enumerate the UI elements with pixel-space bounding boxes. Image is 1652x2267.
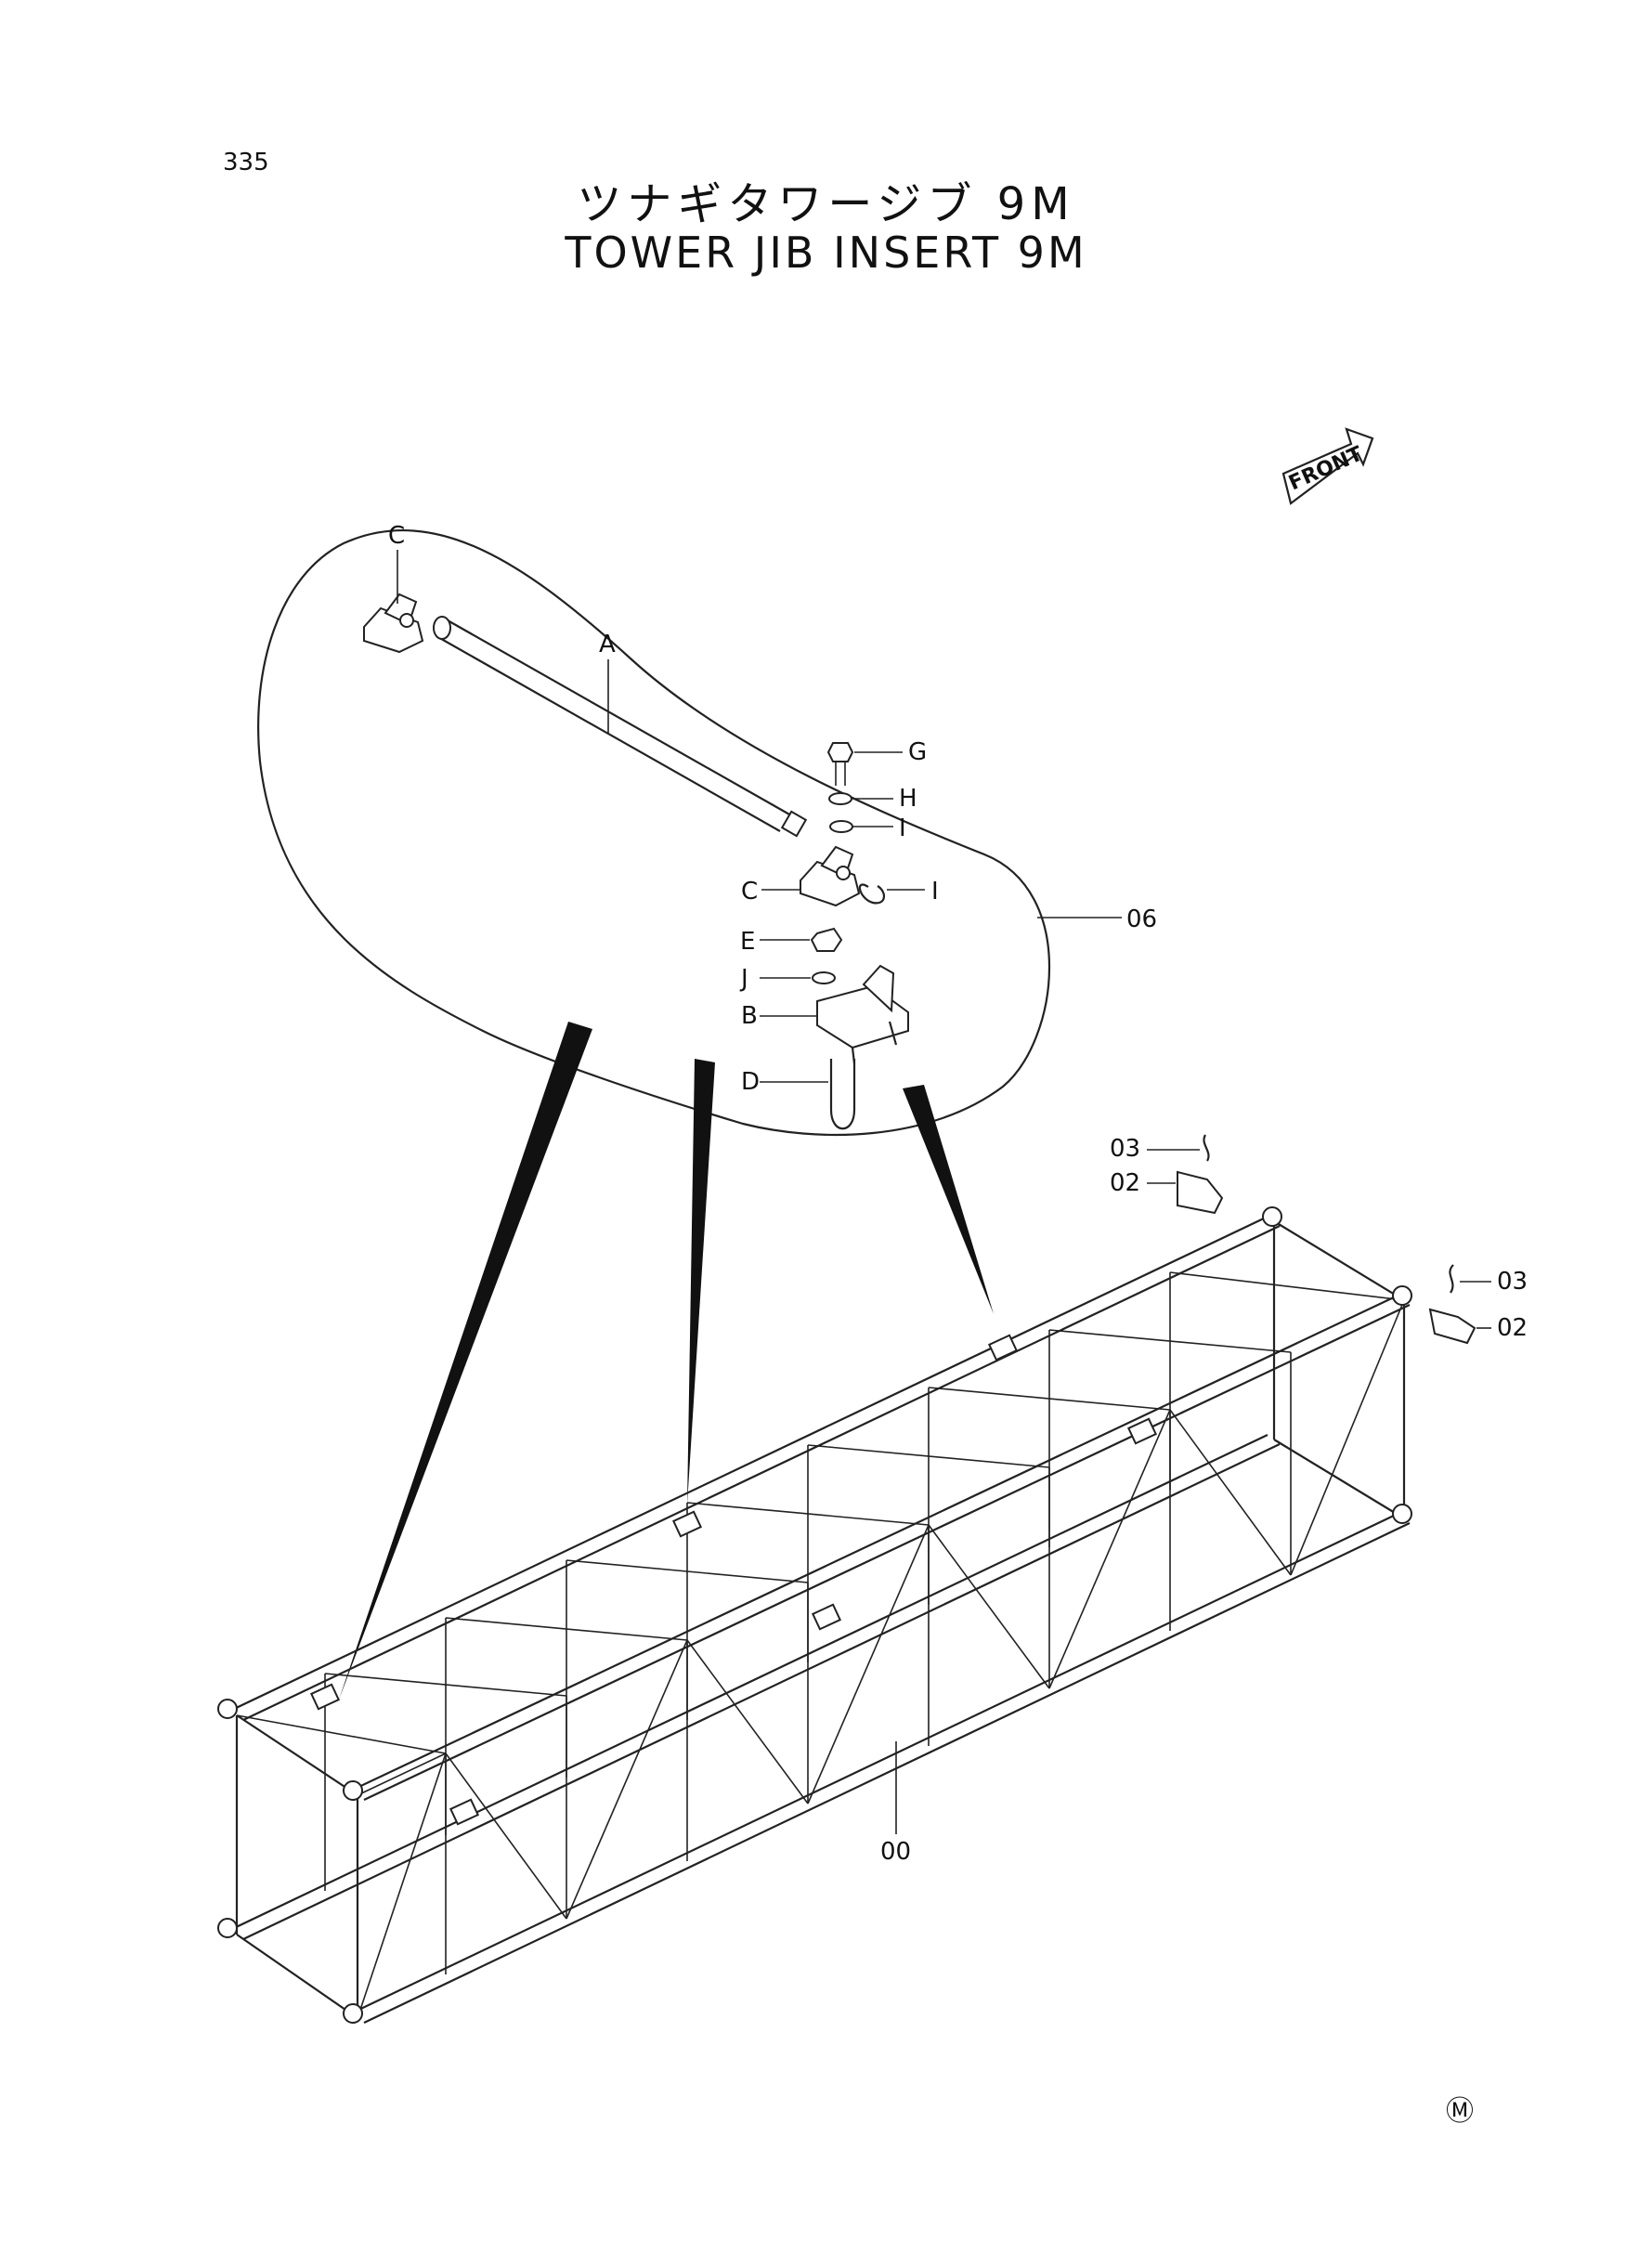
label-clip-03-lower: 03 — [1497, 1268, 1528, 1296]
front-label: FRONT — [1285, 442, 1366, 495]
page-number: 335 — [223, 149, 269, 176]
part-f-bolt — [826, 742, 854, 786]
part-e-nut — [810, 927, 843, 952]
label-d: D — [741, 1068, 760, 1096]
callout-pointer-left — [339, 1022, 592, 1700]
label-j: J — [739, 965, 748, 993]
label-assembly-06: 06 — [1126, 905, 1157, 933]
label-g: H — [899, 785, 917, 813]
truss-jib-insert: 00 — [217, 1206, 1412, 2024]
callout-pointer-center — [687, 1059, 715, 1505]
pin-callout-lower: 03 02 — [1428, 1264, 1528, 1345]
part-c-bearing-lower — [800, 845, 861, 907]
page-title-japanese: ツナギタワージブ 9M — [577, 178, 1075, 230]
label-a: A — [599, 631, 616, 658]
label-pin-02-upper: 02 — [1110, 1169, 1140, 1197]
part-c-bearing-upper — [363, 593, 424, 654]
label-c-lower: C — [741, 878, 758, 905]
part-j-washer — [812, 971, 836, 984]
label-pin-02-lower: 02 — [1497, 1314, 1528, 1342]
label-e: E — [740, 928, 755, 956]
truss-end-lugs — [217, 1206, 1412, 2024]
pin-callout-upper: 03 02 — [1110, 1134, 1224, 1215]
detail-callout: C A G H I C I 06 E J B D — [257, 522, 1157, 1700]
label-h: I — [899, 814, 906, 842]
corner-mark: Ⓜ — [1446, 2095, 1474, 2128]
label-i: I — [931, 878, 939, 905]
label-f: G — [908, 738, 927, 766]
part-b-bracket — [816, 964, 909, 1064]
part-i-snap-ring — [858, 883, 885, 905]
truss-brackets — [309, 1334, 1158, 1826]
label-clip-03-upper: 03 — [1110, 1135, 1140, 1163]
part-g-lock-washer — [828, 792, 852, 805]
label-b: B — [741, 1002, 758, 1030]
label-assembly-00: 00 — [880, 1838, 911, 1866]
page-title-english: TOWER JIB INSERT 9M — [565, 228, 1087, 278]
part-h-washer — [829, 820, 853, 833]
front-arrow-icon: FRONT — [1281, 427, 1374, 505]
part-d-u-bolt — [829, 1059, 856, 1130]
callout-pointer-right — [903, 1085, 994, 1314]
label-c-upper: C — [388, 522, 405, 550]
part-a-shaft — [433, 616, 808, 838]
